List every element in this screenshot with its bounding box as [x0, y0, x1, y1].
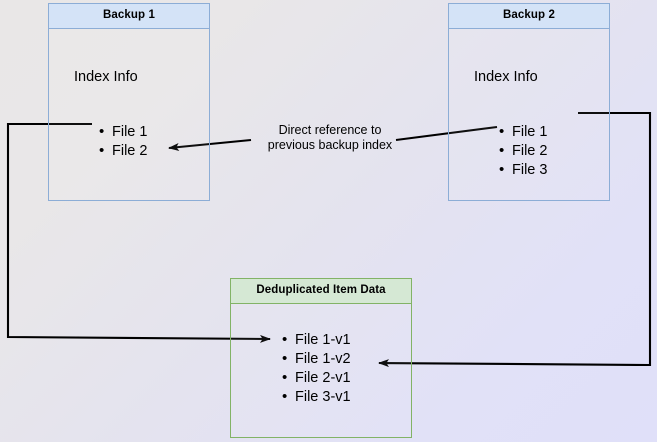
node-backup-2[interactable]: Backup 2 Index Info File 1 File 2 File 3	[448, 3, 610, 201]
node-backup-2-index-title: Index Info	[474, 68, 538, 85]
node-backup-2-body: Index Info File 1 File 2 File 3	[449, 29, 609, 201]
list-item: File 2-v1	[282, 368, 351, 388]
node-deduplicated-item-data-body: File 1-v1 File 1-v2 File 2-v1 File 3-v1	[231, 304, 411, 438]
list-item: File 2	[99, 141, 148, 161]
list-item: File 1	[499, 122, 548, 142]
node-backup-1[interactable]: Backup 1 Index Info File 1 File 2	[48, 3, 210, 201]
node-backup-2-header: Backup 2	[449, 4, 609, 29]
node-backup-2-file-list: File 1 File 2 File 3	[496, 122, 548, 180]
node-backup-1-body: Index Info File 1 File 2	[49, 29, 209, 201]
list-item: File 1-v1	[282, 330, 351, 350]
list-item: File 2	[499, 141, 548, 161]
node-deduplicated-item-data[interactable]: Deduplicated Item Data File 1-v1 File 1-…	[230, 278, 412, 438]
list-item: File 1	[99, 122, 148, 142]
edge-label-direct-reference: Direct reference to previous backup inde…	[256, 123, 404, 153]
list-item: File 3-v1	[282, 387, 351, 407]
list-item: File 1-v2	[282, 349, 351, 369]
node-backup-1-index-title: Index Info	[74, 68, 138, 85]
list-item: File 3	[499, 160, 548, 180]
node-backup-1-header: Backup 1	[49, 4, 209, 29]
node-deduplicated-item-data-header: Deduplicated Item Data	[231, 279, 411, 304]
node-deduplicated-file-list: File 1-v1 File 1-v2 File 2-v1 File 3-v1	[279, 330, 351, 407]
edge-label-line-1: Direct reference to	[278, 123, 382, 137]
edge-label-line-2: previous backup index	[267, 138, 393, 152]
node-backup-1-file-list: File 1 File 2	[96, 122, 148, 161]
